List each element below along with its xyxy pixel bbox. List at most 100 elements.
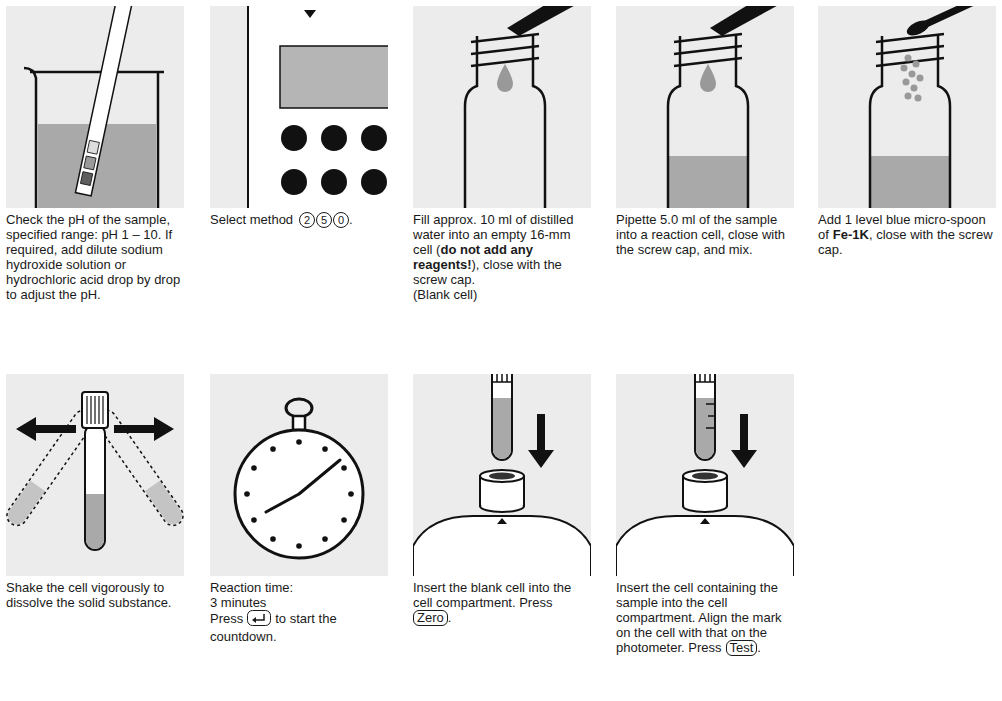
step-caption: Select method 250. xyxy=(210,212,386,228)
zero-illustration-part xyxy=(492,374,512,460)
stopwatch-illustration-part-part xyxy=(270,446,276,452)
photometer-illustration-part xyxy=(281,169,307,195)
beaker-illustration-part-part xyxy=(87,140,99,154)
shake-illustration-part xyxy=(87,396,103,424)
test-illustration-part xyxy=(695,374,715,460)
shake-illustration-part xyxy=(82,392,108,428)
shake-illustration-part-part xyxy=(86,396,87,424)
photometer-illustration-part xyxy=(361,125,387,151)
step-caption: Check the pH of the sample, specified ra… xyxy=(6,212,182,302)
sample-cell-illustration-part xyxy=(668,34,748,208)
shake-illustration-part-part xyxy=(98,396,99,424)
instruction-text: 3 minutes xyxy=(210,595,386,610)
blank-cell-illustration xyxy=(465,6,581,208)
stopwatch-illustration-part-part xyxy=(322,446,328,452)
beaker-illustration-part-part xyxy=(80,172,92,186)
stopwatch-illustration xyxy=(235,399,363,558)
instruction-text: Insert the blank cell into the cell comp… xyxy=(413,580,571,610)
key-digit: 2 xyxy=(299,212,315,228)
beaker-illustration-part-part xyxy=(75,6,132,196)
step-caption: Fill approx. 10 ml of distilled water in… xyxy=(413,212,589,302)
step-caption: Shake the cell vigorously to dissolve th… xyxy=(6,580,182,610)
test-illustration xyxy=(616,374,794,576)
enter-key-symbol xyxy=(247,610,271,626)
shake-illustration-part-part xyxy=(90,396,91,424)
test-illustration-part xyxy=(695,374,715,382)
step-caption: Insert the blank cell into the cell comp… xyxy=(413,580,589,626)
enter-arrow xyxy=(255,614,264,620)
instruction-text: . xyxy=(448,610,452,625)
panel-ground-part xyxy=(413,6,591,208)
stopwatch-illustration-part-part xyxy=(296,439,302,445)
step-caption: Reaction time:3 minutesPressto start the… xyxy=(210,580,386,644)
stopwatch-illustration-part-part xyxy=(322,536,328,542)
shake-illustration-part xyxy=(16,417,76,441)
instruction-text: Pipette 5.0 ml of the sample into a reac… xyxy=(616,212,785,257)
panel-ground xyxy=(6,6,996,576)
key-digit: 5 xyxy=(316,212,332,228)
photometer-illustration-part xyxy=(281,125,307,151)
instruction-text: Press xyxy=(210,611,243,626)
reagent-spoon-illustration-part xyxy=(871,156,949,208)
stopwatch-illustration-part-part xyxy=(296,543,302,549)
instruction-text: Reaction time: xyxy=(210,580,386,595)
reagent-spoon-illustration-part-part xyxy=(903,79,910,86)
sample-cell-illustration-part xyxy=(669,156,747,208)
blank-cell-illustration-part xyxy=(507,6,581,36)
reagent-spoon-illustration-part xyxy=(901,55,924,102)
beaker-illustration xyxy=(24,6,164,208)
sample-cell-illustration xyxy=(668,6,784,208)
zero-illustration xyxy=(413,374,591,576)
photometer-illustration-part xyxy=(321,169,347,195)
photometer-illustration-part xyxy=(361,169,387,195)
panel-ground-part xyxy=(210,374,388,576)
shake-illustration-part xyxy=(114,417,174,441)
panel-ground-part xyxy=(616,374,794,576)
instruction-text: Shake the cell vigorously to dissolve th… xyxy=(6,580,171,610)
blank-cell-illustration-part xyxy=(497,64,513,92)
test-illustration-part xyxy=(706,404,714,428)
stopwatch-illustration-part xyxy=(293,416,305,430)
beaker-illustration-part-part xyxy=(84,156,96,170)
key-digit: 0 xyxy=(333,212,349,228)
shake-illustration-part xyxy=(86,494,104,549)
reagent-spoon-illustration-part-part xyxy=(915,95,922,102)
panel-ground-part xyxy=(616,6,794,208)
reagent-spoon-illustration-part-part xyxy=(905,93,912,100)
reagent-spoon-illustration-part-part xyxy=(911,85,918,92)
shake-illustration-part-part xyxy=(94,396,95,424)
zero-illustration-part xyxy=(492,374,512,382)
photometer-illustration-part xyxy=(280,46,388,108)
reagent-spoon-illustration-part xyxy=(870,34,950,208)
zero-illustration-part xyxy=(493,398,511,459)
instruction-text: Select method xyxy=(210,212,293,227)
instruction-text: . xyxy=(349,212,353,227)
reagent-spoon-illustration-part xyxy=(905,17,932,38)
key-name: Test xyxy=(726,640,758,656)
panel-ground-part xyxy=(818,6,996,208)
step-caption: Pipette 5.0 ml of the sample into a reac… xyxy=(616,212,792,257)
key-outline xyxy=(248,611,271,626)
sample-cell-illustration-part xyxy=(700,64,716,92)
sample-cell-illustration-part xyxy=(710,6,784,36)
instruction-text: . xyxy=(757,640,761,655)
reagent-spoon-illustration-part-part xyxy=(901,65,908,72)
reagent-spoon-illustration-part xyxy=(926,6,978,24)
reagent-spoon-illustration xyxy=(870,6,978,208)
stopwatch-illustration-part-part xyxy=(244,491,250,497)
step-caption: Add 1 level blue micro-spoon ofFe-1K, cl… xyxy=(818,212,994,257)
blank-cell-illustration-part xyxy=(465,34,545,208)
zero-illustration-part xyxy=(413,470,591,576)
stopwatch-illustration-part-part xyxy=(251,517,257,523)
reagent-spoon-illustration-part-part xyxy=(909,71,916,78)
enter-key-symbol xyxy=(247,610,271,629)
stopwatch-illustration-part-part xyxy=(270,536,276,542)
reagent-spoon-illustration-part-part xyxy=(905,55,912,62)
reagent-spoon-illustration-part-part xyxy=(913,61,920,68)
zero-illustration-part xyxy=(528,414,554,468)
step-caption: Insert the cell containing the sample in… xyxy=(616,580,792,656)
stopwatch-illustration-part-part xyxy=(251,465,257,471)
photometer-illustration-part xyxy=(248,6,388,208)
photometer-illustration-part xyxy=(304,10,316,18)
